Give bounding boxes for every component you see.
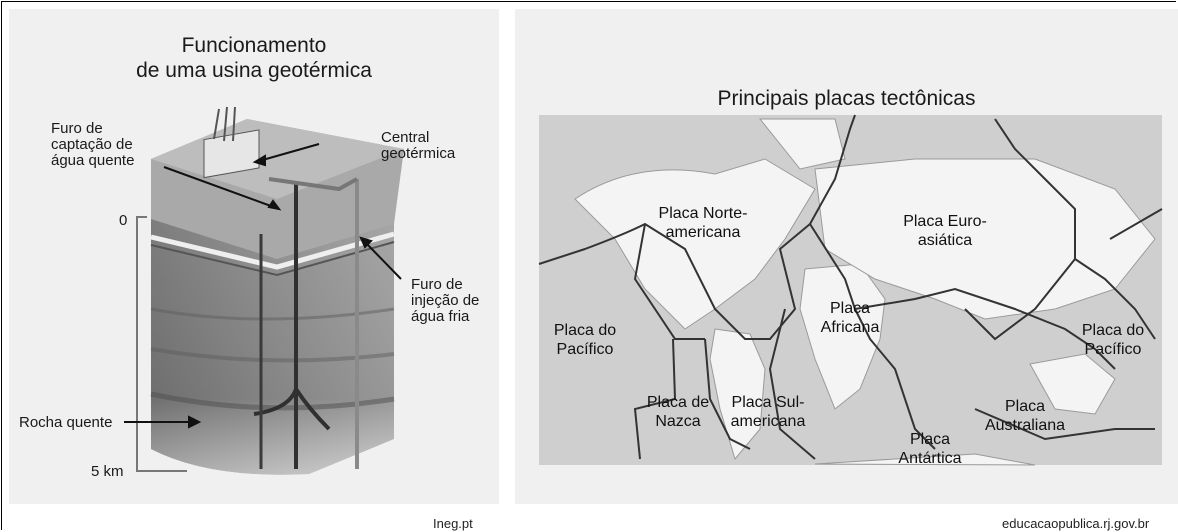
nazca-plate-label: Placa de Nazca xyxy=(643,393,713,431)
african-plate-label: Placa Africana xyxy=(810,299,890,337)
hot-well-label: Furo de captação de água quente xyxy=(51,121,161,169)
injection-label: Furo de injeção de água fria xyxy=(411,277,491,325)
south-american-plate-label: Placa Sul-americana xyxy=(723,393,813,431)
australian-plate-label: Placa Australiana xyxy=(970,397,1080,435)
north-american-plate-label: Placa Norte-americana xyxy=(648,204,758,242)
eurasian-plate-label: Placa Euro-asiática xyxy=(880,212,1010,250)
depth-top-label: 0 xyxy=(119,213,127,229)
geothermal-credit: Ineg.pt xyxy=(433,516,473,531)
antarctic-plate-label: Placa Antártica xyxy=(890,430,970,468)
hot-rock-label: Rocha quente xyxy=(19,415,112,431)
tectonic-plates-panel: Principais placas tectônicas xyxy=(515,9,1178,504)
pacific-plate-east-label: Placa do Pacífico xyxy=(1073,321,1153,359)
plates-credit: educacaopublica.rj.gov.br xyxy=(1002,516,1178,531)
depth-bottom-label: 5 km xyxy=(91,464,124,480)
geothermal-plant-panel: Funcionamento de uma usina geotérmica xyxy=(9,9,499,504)
pacific-plate-west-label: Placa do Pacífico xyxy=(545,321,625,359)
central-label: Central geotérmica xyxy=(381,130,471,162)
power-plant-building xyxy=(204,107,259,178)
